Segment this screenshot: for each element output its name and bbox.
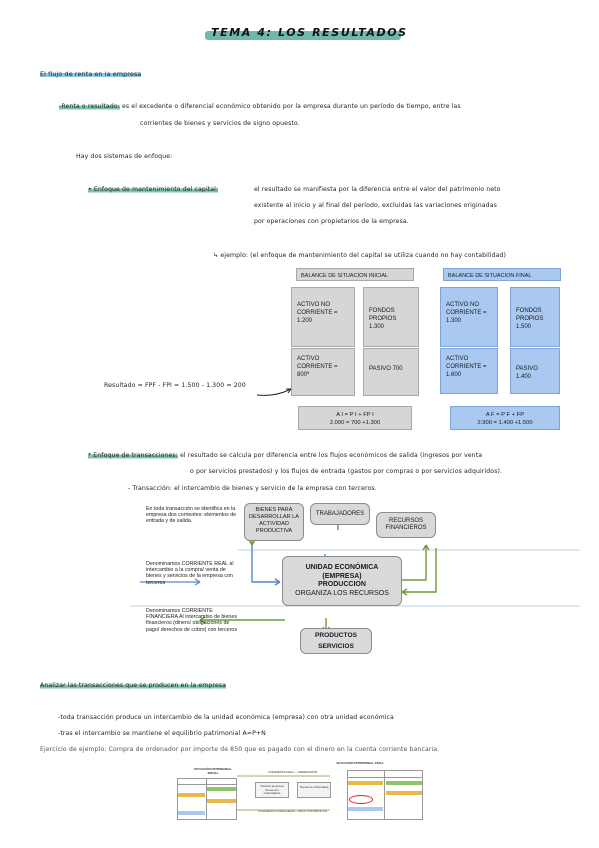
mini-node-right: Tienda de informática — [297, 782, 331, 798]
mini-center-bottom: CORRIENTE FINANCIERA – PAGO POR BANCOS — [257, 809, 328, 813]
capital-approach-label: • Enfoque de mantenimiento del capital: — [88, 186, 219, 193]
trans-text-2: o por servicios prestados) y los flujos … — [190, 468, 503, 475]
diagram-note-2: Denominamos CORRIENTE REAL al intercambi… — [146, 561, 234, 586]
balance-initial-pasivo: PASIVO 700 — [363, 348, 419, 396]
balance-initial-fp: FONDOS PROPIOS 1.300 — [363, 287, 419, 347]
balance-final-ac: ACTIVO CORRIENTE = 1.600 — [440, 348, 498, 394]
capital-approach-line-3: por operaciones con propietarios de la e… — [254, 218, 409, 225]
trans-label: * Enfoque de transacciones: — [88, 452, 178, 459]
balance-initial-ac: ACTIVO CORRIENTE = 800º — [291, 348, 355, 396]
node-unidad: UNIDAD ECONÓMICA (EMPRESA) PRODUCCION OR… — [282, 556, 402, 606]
unidad-line-2: (EMPRESA) — [322, 572, 362, 580]
section2-line-2: -tras el intercambio se mantiene el equi… — [58, 730, 266, 737]
title-highlight — [205, 31, 401, 40]
section2-line-1: -toda transacción produce un intercambio… — [58, 714, 394, 721]
definition-label: -Renta o resultado: — [59, 103, 120, 110]
unidad-line-4: ORGANIZA LOS RECURSOS — [295, 589, 389, 597]
balance-initial-formula: A I = P I + FP I 2.000 = 700 +1.300 — [298, 406, 412, 430]
trans-line-1: * Enfoque de transacciones: el resultado… — [88, 452, 482, 459]
trans-text-1: el resultado se calcula por diferencia e… — [180, 452, 483, 459]
node-bienes: BIENES PARA DESARROLLAR LA ACTIVIDAD PRO… — [244, 503, 304, 541]
definition-text-1: es el excedente o diferencial económico … — [122, 103, 461, 110]
mini-node-left: Nuestra empresa Suma con ordenadores — [255, 782, 289, 798]
definition-text-2: corrientes de bienes y servicios de sign… — [140, 120, 300, 127]
trans-text-3: - Transacción: el intercambio de bienes … — [128, 485, 377, 492]
servicios-label: SERVICIOS — [318, 643, 354, 650]
mini-center-top: CORRIENTE REAL – ORDENADOR — [267, 770, 318, 774]
page-title: TEMA 4: LOS RESULTADOS — [211, 26, 408, 39]
mini-right-table — [347, 770, 423, 820]
balance-final-formula-1: A F = P F + FP — [485, 412, 525, 418]
diagram-note-3: Denominamos CORRIENTE FINANCIERA Al inte… — [146, 608, 237, 633]
resultado-arrow — [256, 388, 292, 396]
balance-initial-formula-2: 2.000 = 700 +1.300 — [329, 420, 381, 426]
balance-final-header: BALANCE DE SITUACION FINAL — [443, 268, 561, 281]
balance-initial-anc: ACTIVO NO CORRIENTE = 1.200 — [291, 287, 355, 347]
definition-line-1: -Renta o resultado: es el excedente o di… — [59, 103, 461, 110]
mini-node-left-label: Nuestra empresa Suma con ordenadores — [260, 784, 284, 796]
balance-final-pasivo: PASIVO 1.400 — [510, 348, 560, 394]
unidad-line-1: UNIDAD ECONÓMICA — [305, 564, 379, 571]
productos-label: PRODUCTOS — [314, 632, 357, 639]
section-heading-analizar: Analizar las transacciones que se produc… — [40, 682, 227, 689]
section-heading-flujo: El flujo de renta en la empresa — [40, 70, 142, 78]
capital-approach-line-2: existente al inicio y al final del perío… — [254, 202, 497, 209]
mini-node-right-label: Tienda de informática — [299, 785, 329, 789]
unidad-line-3: PRODUCCION — [318, 581, 366, 588]
mini-left-title: SITUACIÓN PATRIMONIAL INICIAL — [194, 767, 232, 775]
mini-left-table — [177, 778, 237, 820]
balance-initial-formula-1: A I = P I + FP I — [336, 412, 374, 418]
balance-final-fp: FONDOS PROPIOS 1.500 — [510, 287, 560, 347]
mini-right-title: SITUACIÓN PATRIMONIAL FINAL — [336, 761, 384, 765]
exercise-text: Ejercicio de ejemplo: Compra de ordenado… — [40, 746, 440, 753]
resultado-formula: Resultado = FPF - FPI = 1.500 - 1.300 = … — [104, 382, 246, 389]
balance-final-formula-2: 2.900 = 1.400 +1.500 — [477, 420, 533, 426]
two-systems-text: Hay dos sistemas de enfoque: — [76, 153, 173, 160]
diagram-note-1: En toda transacción se identifica en la … — [146, 506, 237, 525]
balance-final-anc: ACTIVO NO CORRIENTE = 1.300 — [440, 287, 498, 347]
capital-approach-line-1: el resultado se manifiesta por la difere… — [254, 186, 501, 193]
mini-exercise-figure: SITUACIÓN PATRIMONIAL INICIAL SITUACIÓN … — [175, 756, 427, 820]
balance-final-formula: A F = P F + FP 2.900 = 1.400 +1.500 — [450, 406, 560, 430]
node-recursos: RECURSOS FINANCIEROS — [376, 512, 436, 538]
mini-arrows — [237, 775, 330, 811]
example-text: ↳ ejemplo: (el enfoque de mantenimiento … — [213, 252, 507, 259]
balance-initial-header: BALANCE DE SITUACION INICIAL — [296, 268, 414, 281]
diagram-lines — [130, 513, 580, 633]
node-trabajadores: TRABAJADORES — [310, 503, 370, 525]
node-productos: PRODUCTOS SERVICIOS — [300, 628, 372, 654]
